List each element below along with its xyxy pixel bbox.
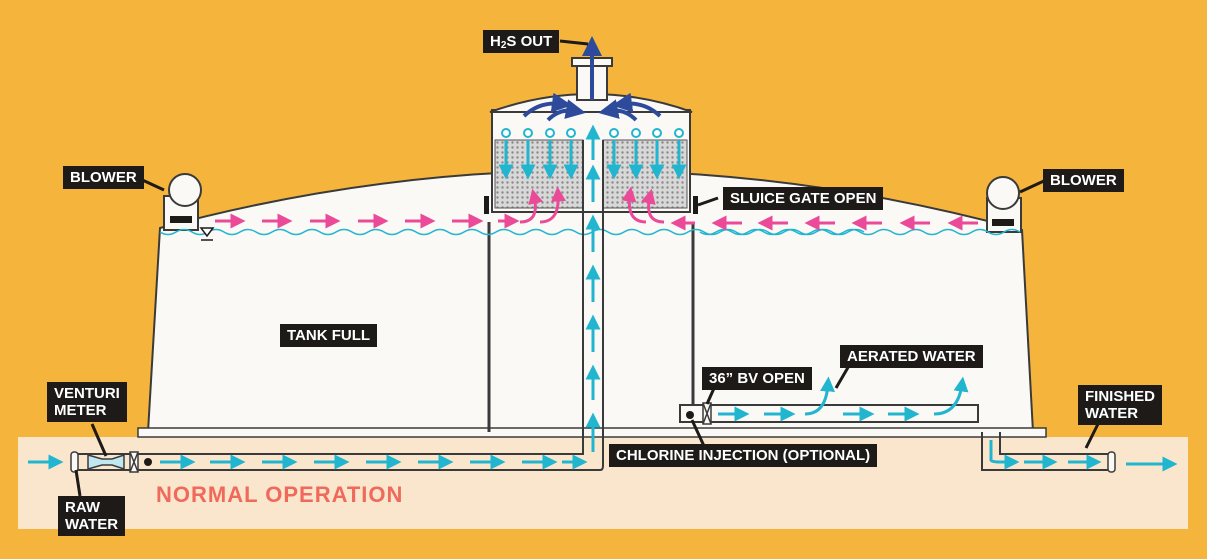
spray-nozzles — [501, 128, 684, 138]
chlorine-injection-label: CHLORINE INJECTION (OPTIONAL) — [609, 444, 878, 467]
blower-right-label: BLOWER — [1043, 169, 1124, 192]
blower-left-label: BLOWER — [63, 166, 144, 189]
media-bed-right — [602, 139, 688, 209]
water-surface-right — [699, 228, 1021, 236]
water-level-marker — [199, 227, 215, 238]
chlorine-injection-point — [686, 411, 694, 419]
inlet-valve — [129, 451, 139, 473]
operation-title: NORMAL OPERATION — [156, 482, 404, 507]
water-downflow-arrows — [498, 140, 687, 180]
inlet-pipe — [74, 446, 604, 471]
gas-flow-arrows — [522, 36, 662, 122]
sluice-gate-label: SLUICE GATE OPEN — [723, 187, 884, 210]
inlet-injection-point — [144, 458, 152, 466]
venturi-meter — [87, 453, 125, 471]
outlet-pipe — [981, 432, 1112, 471]
outlet-flow-arrows — [989, 440, 1178, 472]
sluice-gate-left — [484, 196, 489, 214]
water-surface-left — [159, 228, 865, 236]
pipe-cap-left — [70, 451, 79, 473]
tank-full-label: TANK FULL — [280, 324, 378, 347]
h2s-out-label: H2S OUT — [483, 30, 560, 53]
sluice-gate-right — [693, 196, 698, 214]
aerated-water-label: AERATED WATER — [840, 345, 983, 368]
aerated-water-pipe — [679, 404, 979, 423]
bv-open-label: 36” BV OPEN — [702, 367, 812, 390]
blower-right — [986, 176, 1022, 233]
air-flow-left-up — [519, 186, 567, 224]
pipe-cap-right — [1107, 451, 1116, 473]
air-flow-right-up — [621, 186, 665, 224]
butterfly-valve — [702, 402, 712, 425]
blower-left — [163, 173, 202, 231]
riser-pipe — [582, 140, 604, 466]
aerated-rise-arrows — [804, 376, 969, 416]
